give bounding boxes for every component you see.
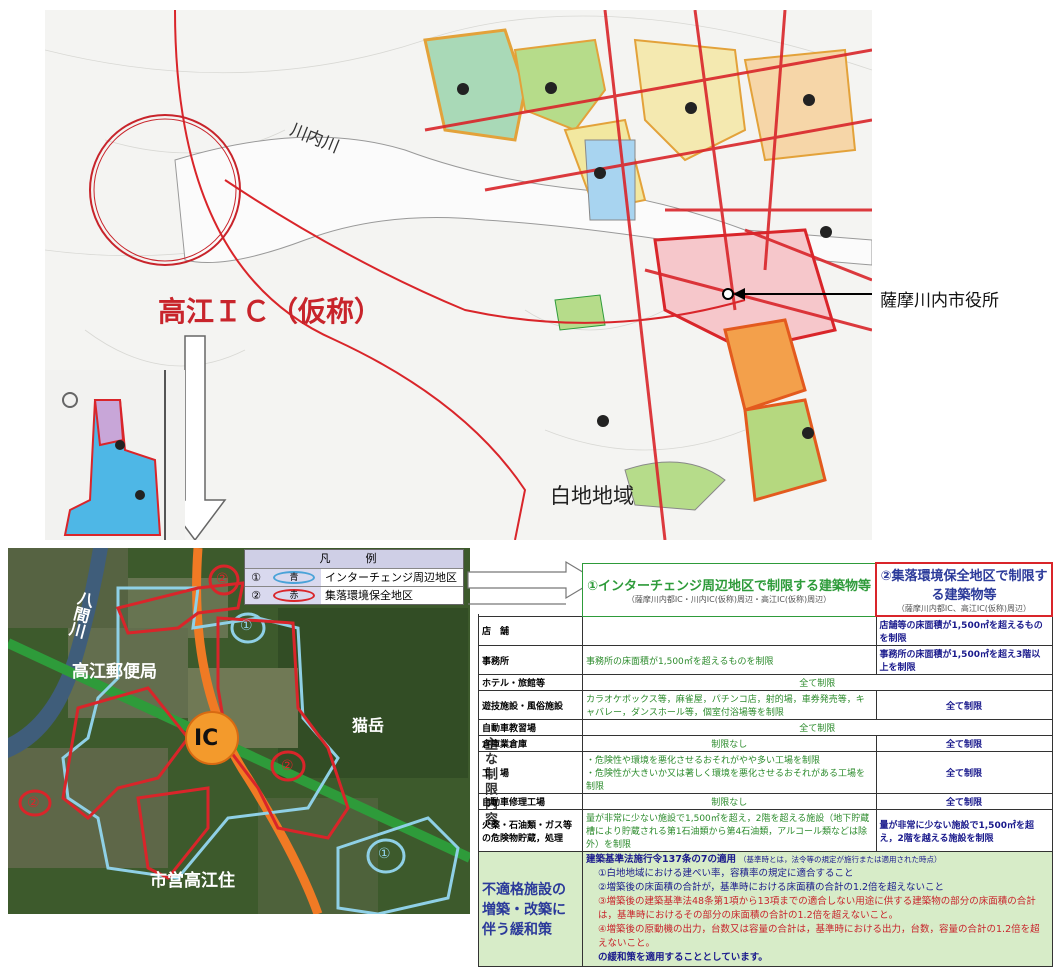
nonconform-item: ①白地地域における建ぺい率，容積率の規定に適合すること — [598, 868, 854, 879]
row-restriction-zone-2: 全て制限 — [875, 735, 1053, 752]
table-row: 火薬・石油類・ガス等の危険物貯蔵，処理量が非常に少ない施設で1,500㎡を超え，… — [478, 809, 1053, 852]
mountain-label: 猫岳 — [352, 716, 385, 735]
legend-row: ② 赤 集落環境保全地区 — [245, 586, 463, 604]
table-row: 倉庫業倉庫制限なし全て制限 — [478, 735, 1053, 752]
row-restriction-both: 全て制限 — [582, 674, 1053, 691]
row-restriction-zone-1: 制限なし — [582, 735, 877, 752]
connector-arrows — [467, 560, 598, 605]
row-restriction-zone-1 — [582, 615, 877, 646]
row-category: 店 舗 — [478, 615, 583, 646]
city-hall-label: 薩摩川内市役所 — [880, 291, 999, 311]
zone-2-marker: ② — [216, 571, 229, 587]
aerial-photo-map — [8, 548, 470, 914]
map-legend: 凡 例 ① 青 インターチェンジ周辺地区 ② 赤 集落環境保全地区 — [244, 549, 464, 605]
row-restriction-zone-1: 量が非常に少ない施設で1,500㎡を超え，2階を超える施設（地下貯蔵槽により貯蔵… — [582, 809, 877, 852]
row-category: 事務所 — [478, 645, 583, 675]
row-restriction-zone-1: カラオケボックス等，麻雀屋，パチンコ店，射的場，車券発売等，キャバレー，ダンスホ… — [582, 690, 877, 720]
table-row: 自動車修理工場制限なし全て制限 — [478, 793, 1053, 810]
legend-text: 集落環境保全地区 — [321, 587, 463, 604]
row-restriction-zone-2: 全て制限 — [875, 751, 1053, 794]
nonconform-category: 不適格施設の増築・改築に伴う緩和策 — [478, 851, 583, 967]
header-zone-1: ①インターチェンジ周辺地区で制限する建築物等 （薩摩川内都IC・川内IC(仮称)… — [582, 562, 877, 617]
restrictions-table: ①インターチェンジ周辺地区で制限する建築物等 （薩摩川内都IC・川内IC(仮称)… — [478, 562, 1053, 967]
zone-1-marker: ① — [378, 846, 391, 862]
row-restriction-zone-1: ・危険性や環境を悪化させるおそれがやや多い工場を制限 ・危険性が大きいか又は著し… — [582, 751, 877, 794]
zone-2-marker: ② — [281, 758, 294, 774]
header-zone-2-subtitle: （薩摩川内都IC、高江IC(仮称)周辺） — [896, 604, 1032, 613]
row-category: 火薬・石油類・ガス等の危険物貯蔵，処理 — [478, 809, 583, 852]
nonconform-title: 建築基準法施行令137条の7の適用 — [586, 854, 736, 865]
row-category: ホテル・旅館等 — [478, 674, 583, 691]
zone-1-marker: ① — [240, 618, 253, 634]
red-oval-icon: 赤 — [273, 589, 315, 602]
area-label: 白地地域 — [550, 484, 634, 508]
legend-title: 凡 例 — [245, 550, 463, 568]
row-restriction-zone-2: 事務所の床面積が1,500㎡を超え3階以上を制限 — [875, 645, 1053, 675]
row-restriction-zone-2: 店舗等の床面積が1,500㎡を超えるものを制限 — [875, 615, 1053, 646]
row-restriction-zone-2: 全て制限 — [875, 793, 1053, 810]
ic-marker-label: IC — [194, 726, 219, 751]
post-office-label: 高江郵便局 — [72, 662, 157, 682]
legend-row: ① 青 インターチェンジ周辺地区 — [245, 568, 463, 586]
row-restriction-zone-2: 量が非常に少ない施設で1,500㎡を超え，2階を越える施設を制限 — [875, 809, 1053, 852]
row-category: 遊技施設・風俗施設 — [478, 690, 583, 720]
nonconform-item: ④増築後の原動機の出力，台数又は容量の合計は，基準時における出力，台数，容量の合… — [598, 924, 1040, 949]
table-row: 遊技施設・風俗施設カラオケボックス等，麻雀屋，パチンコ店，射的場，車券発売等，キ… — [478, 690, 1053, 720]
table-row: 工 場・危険性や環境を悪化させるおそれがやや多い工場を制限 ・危険性が大きいか又… — [478, 751, 1053, 794]
row-category: 工 場 — [478, 751, 583, 794]
nonconform-note: （基準時とは，法令等の規定が施行または適用された時点） — [738, 855, 942, 864]
ic-label: 高江ＩＣ（仮称） — [158, 295, 383, 328]
row-category: 自動車修理工場 — [478, 793, 583, 810]
table-row: 店 舗 店舗等の床面積が1,500㎡を超えるものを制限 — [478, 615, 1053, 646]
legend-number: ① — [251, 571, 261, 584]
header-zone-1-title: ①インターチェンジ周辺地区で制限する建築物等 — [586, 578, 871, 594]
row-restriction-both: 全て制限 — [582, 719, 1053, 736]
row-category: 自動車教習場 — [478, 719, 583, 736]
header-zone-1-subtitle: （薩摩川内都IC・川内IC(仮称)周辺・高江IC(仮称)周辺） — [626, 594, 832, 604]
row-restriction-zone-1: 事務所の床面積が1,500㎡を超えるものを制限 — [582, 645, 877, 675]
row-restriction-zone-1: 制限なし — [582, 793, 877, 810]
inset-map — [45, 370, 185, 540]
nonconform-tail: の緩和策を適用することとしています。 — [598, 952, 768, 963]
header-zone-2-title: ②集落環境保全地区で制限する建築物等 — [880, 569, 1048, 603]
row-category: 倉庫業倉庫 — [478, 735, 583, 752]
zone-2-marker: ② — [27, 795, 40, 811]
table-row: 自動車教習場全て制限 — [478, 719, 1053, 736]
nonconform-details: 建築基準法施行令137条の7の適用 （基準時とは，法令等の規定が施行または適用さ… — [582, 851, 1053, 967]
housing-label: 市営高江住 — [150, 871, 235, 891]
blue-oval-icon: 青 — [273, 571, 315, 584]
table-row: 事務所事務所の床面積が1,500㎡を超えるものを制限事務所の床面積が1,500㎡… — [478, 645, 1053, 675]
header-zone-2: ②集落環境保全地区で制限する建築物等 （薩摩川内都IC、高江IC(仮称)周辺） — [875, 562, 1053, 617]
legend-number: ② — [251, 589, 261, 602]
legend-text: インターチェンジ周辺地区 — [321, 569, 463, 586]
nonconform-item: ③増築後の建築基準法48条第1項から13項までの適合しない用途に供する建築物の部… — [598, 896, 1036, 921]
row-restriction-zone-2: 全て制限 — [875, 690, 1053, 720]
nonconform-item: ②増築後の床面積の合計が，基準時における床面積の合計の1.2倍を超えないこと — [598, 882, 945, 893]
table-row: ホテル・旅館等全て制限 — [478, 674, 1053, 691]
